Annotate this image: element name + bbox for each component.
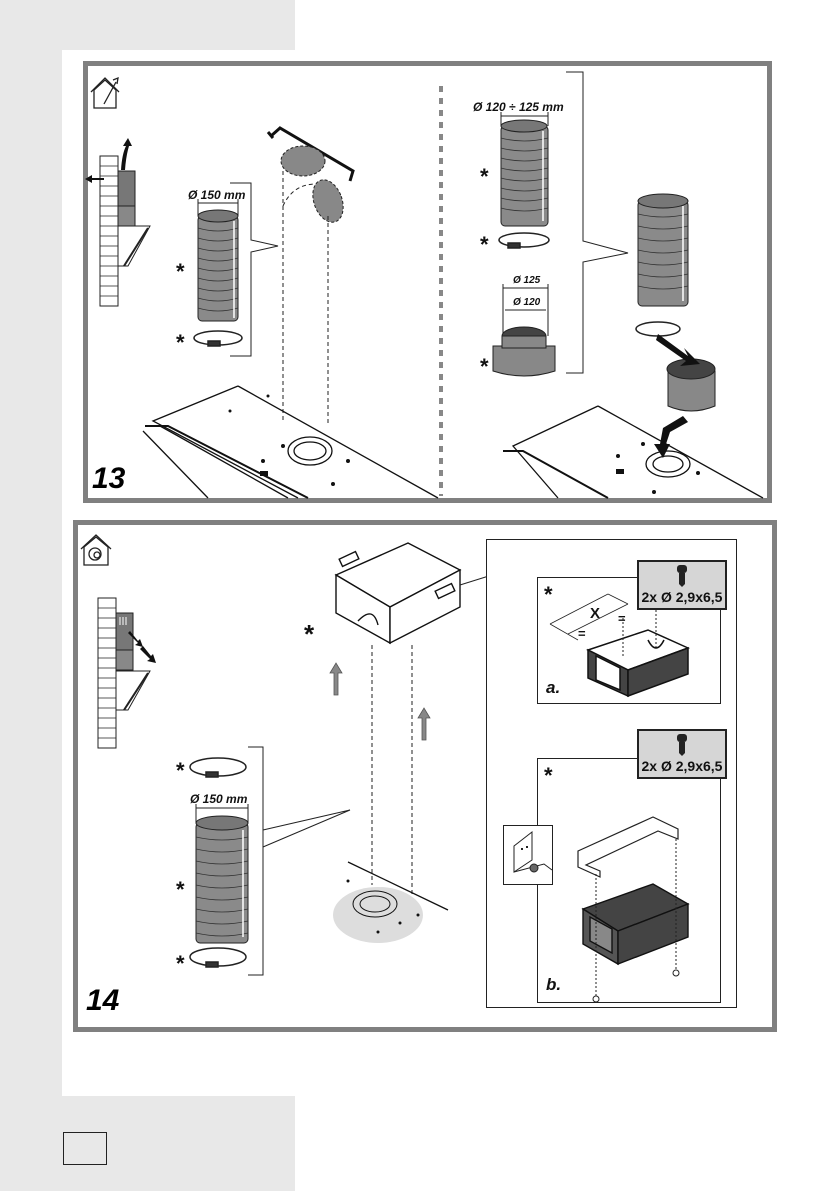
hood-cutout bbox=[333, 861, 449, 943]
screw-spec-box: 2x Ø 2,9x6,5 bbox=[637, 560, 727, 610]
figure-13-illustration: Ø 150 mm * * bbox=[85, 71, 764, 499]
hose-clamp bbox=[189, 757, 247, 778]
page-number-box bbox=[63, 1132, 107, 1165]
screw-icon bbox=[677, 565, 687, 587]
figure-number: 13 bbox=[92, 462, 126, 495]
hose-clamp bbox=[189, 947, 247, 968]
optional-marker: * bbox=[176, 877, 185, 902]
detail-b-panel: * b. bbox=[537, 758, 721, 1003]
duct-outline bbox=[280, 145, 326, 177]
page-margin-top bbox=[0, 0, 295, 50]
screw-icon bbox=[677, 734, 687, 756]
screw-spec-box: 2x Ø 2,9x6,5 bbox=[637, 729, 727, 779]
screw-guide bbox=[595, 839, 677, 999]
equal-mark: = bbox=[618, 611, 626, 626]
optional-marker: * bbox=[544, 582, 553, 607]
flexible-hose bbox=[195, 815, 249, 944]
deflector-box bbox=[586, 629, 690, 698]
figure-14-panel: * Ø 150 mm * * * bbox=[73, 520, 777, 1032]
hose-clamp bbox=[498, 232, 550, 249]
hose-clamp bbox=[635, 321, 681, 337]
reducer-adapter bbox=[666, 358, 716, 412]
optional-marker: * bbox=[176, 951, 185, 976]
equal-mark: = bbox=[578, 626, 586, 641]
hood-top-view bbox=[142, 385, 439, 499]
direction-arrow-icon bbox=[329, 662, 431, 741]
page-footer-band bbox=[0, 1096, 295, 1191]
hood-side-view bbox=[115, 612, 151, 711]
detail-a-label: a. bbox=[546, 678, 561, 697]
reducer-adapter bbox=[492, 326, 556, 377]
hood-top-view bbox=[503, 405, 764, 499]
hood-side-view bbox=[117, 170, 151, 267]
deflector-detail-b bbox=[577, 816, 690, 1003]
house-outlet-icon bbox=[90, 76, 120, 109]
callout-line bbox=[262, 809, 351, 848]
optional-marker: * bbox=[480, 354, 489, 379]
figure-14-illustration: * Ø 150 mm * * * bbox=[80, 534, 493, 1017]
wall-brick-icon bbox=[99, 155, 119, 307]
dimension-line bbox=[195, 804, 249, 823]
flexible-hose bbox=[500, 119, 549, 227]
dimension-line bbox=[500, 112, 549, 126]
airflow-arrow-icon bbox=[85, 138, 132, 183]
screw-spec-label: 2x Ø 2,9x6,5 bbox=[641, 758, 723, 774]
dimension-line bbox=[502, 284, 549, 336]
deflector-detail-a: X = = bbox=[549, 593, 690, 698]
optional-marker: * bbox=[176, 330, 185, 355]
mounting-bracket bbox=[577, 816, 679, 878]
page-margin-left bbox=[0, 0, 62, 1191]
wall-brick-icon bbox=[97, 597, 117, 749]
zoom-inset bbox=[503, 825, 553, 885]
alignment-guides bbox=[371, 645, 413, 895]
group-bracket bbox=[566, 71, 629, 374]
airflow-arrow-icon bbox=[128, 631, 156, 663]
screw-icon bbox=[592, 969, 680, 1003]
figure-number: 14 bbox=[86, 984, 120, 1017]
optional-marker: * bbox=[176, 758, 185, 783]
optional-marker: * bbox=[480, 232, 489, 257]
hose-diameter-label: Ø 150 mm bbox=[188, 188, 246, 202]
optional-marker: * bbox=[176, 259, 185, 284]
air-deflector-box bbox=[334, 542, 462, 645]
group-bracket bbox=[248, 746, 264, 976]
adapter-outer-diameter: Ø 125 bbox=[513, 275, 541, 286]
bracket-closeup bbox=[513, 830, 553, 873]
install-arrow-icon bbox=[654, 334, 700, 458]
flexible-hose-assembled bbox=[637, 193, 689, 307]
house-recirculation-icon bbox=[80, 534, 112, 566]
hose-clamp bbox=[193, 330, 243, 347]
duct-outline bbox=[312, 179, 344, 223]
flexible-hose bbox=[197, 209, 239, 322]
deflector-box bbox=[581, 883, 690, 966]
screw-spec-label: 2x Ø 2,9x6,5 bbox=[641, 589, 723, 605]
dimension-x-label: X bbox=[590, 605, 600, 622]
alignment-guides bbox=[282, 171, 329, 426]
group-bracket bbox=[230, 182, 279, 357]
optional-marker: * bbox=[544, 763, 553, 788]
adapter-inner-diameter: Ø 120 bbox=[513, 297, 541, 308]
detail-b-label: b. bbox=[546, 975, 562, 994]
hose-diameter-label: Ø 120 ÷ 125 mm bbox=[473, 100, 564, 114]
optional-marker: * bbox=[304, 619, 315, 649]
figure-13-panel: Ø 150 mm * * bbox=[83, 61, 772, 503]
screw-guide bbox=[622, 606, 657, 658]
dimension-line bbox=[197, 199, 239, 216]
optional-marker: * bbox=[480, 164, 489, 189]
hose-diameter-label: Ø 150 mm bbox=[190, 792, 248, 806]
